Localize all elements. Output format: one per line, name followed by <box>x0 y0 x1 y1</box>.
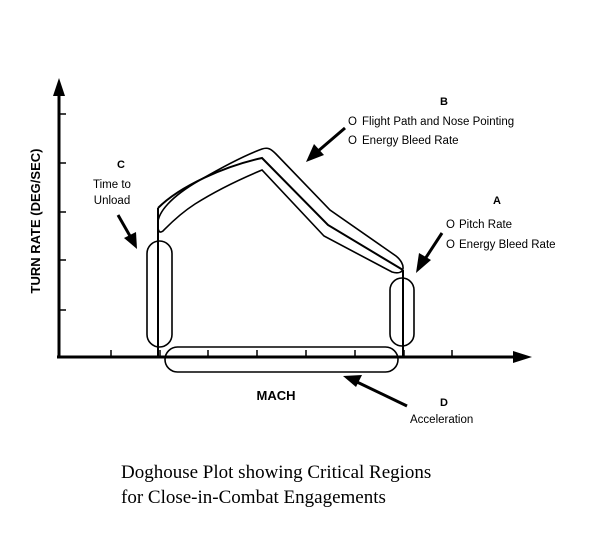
y-axis <box>53 78 66 358</box>
y-axis-label: TURN RATE (DEG/SEC) <box>28 149 43 294</box>
x-axis-label: MACH <box>257 388 296 403</box>
pointer-arrow-d <box>343 375 408 408</box>
x-axis <box>57 350 532 363</box>
x-axis-arrowhead <box>513 351 532 363</box>
region-a-item-2: Energy Bleed Rate <box>459 239 556 251</box>
pointer-arrow-a <box>416 232 444 273</box>
region-d-oval <box>164 346 399 373</box>
envelope-roof <box>157 156 404 271</box>
caption-line-1: Doghouse Plot showing Critical Regions <box>121 462 431 483</box>
region-c-line-1: Time to <box>93 179 131 191</box>
region-a-oval <box>389 277 415 347</box>
region-a-letter: A <box>493 195 501 207</box>
region-a-bullet-1: O <box>446 219 455 231</box>
region-b-bullet-1: O <box>348 116 357 128</box>
region-b-bullet-2: O <box>348 135 357 147</box>
region-c-letter: C <box>117 159 125 171</box>
region-b-item-2: Energy Bleed Rate <box>362 135 459 147</box>
y-axis-arrowhead <box>53 78 65 96</box>
region-b-item-1: Flight Path and Nose Pointing <box>362 116 514 128</box>
pointer-arrow-b <box>306 126 346 162</box>
pointer-arrow-c <box>116 214 137 249</box>
region-b-letter: B <box>440 96 448 108</box>
region-c-line-2: Unload <box>94 195 130 207</box>
doghouse-envelope <box>157 156 404 357</box>
region-d-letter: D <box>440 397 448 409</box>
region-d-text: Acceleration <box>410 414 473 426</box>
region-a-item-1: Pitch Rate <box>459 219 512 231</box>
caption-line-2: for Close-in-Combat Engagements <box>121 487 386 508</box>
region-a-bullet-2: O <box>446 239 455 251</box>
region-c-oval <box>146 240 173 348</box>
region-b-band <box>157 147 404 274</box>
